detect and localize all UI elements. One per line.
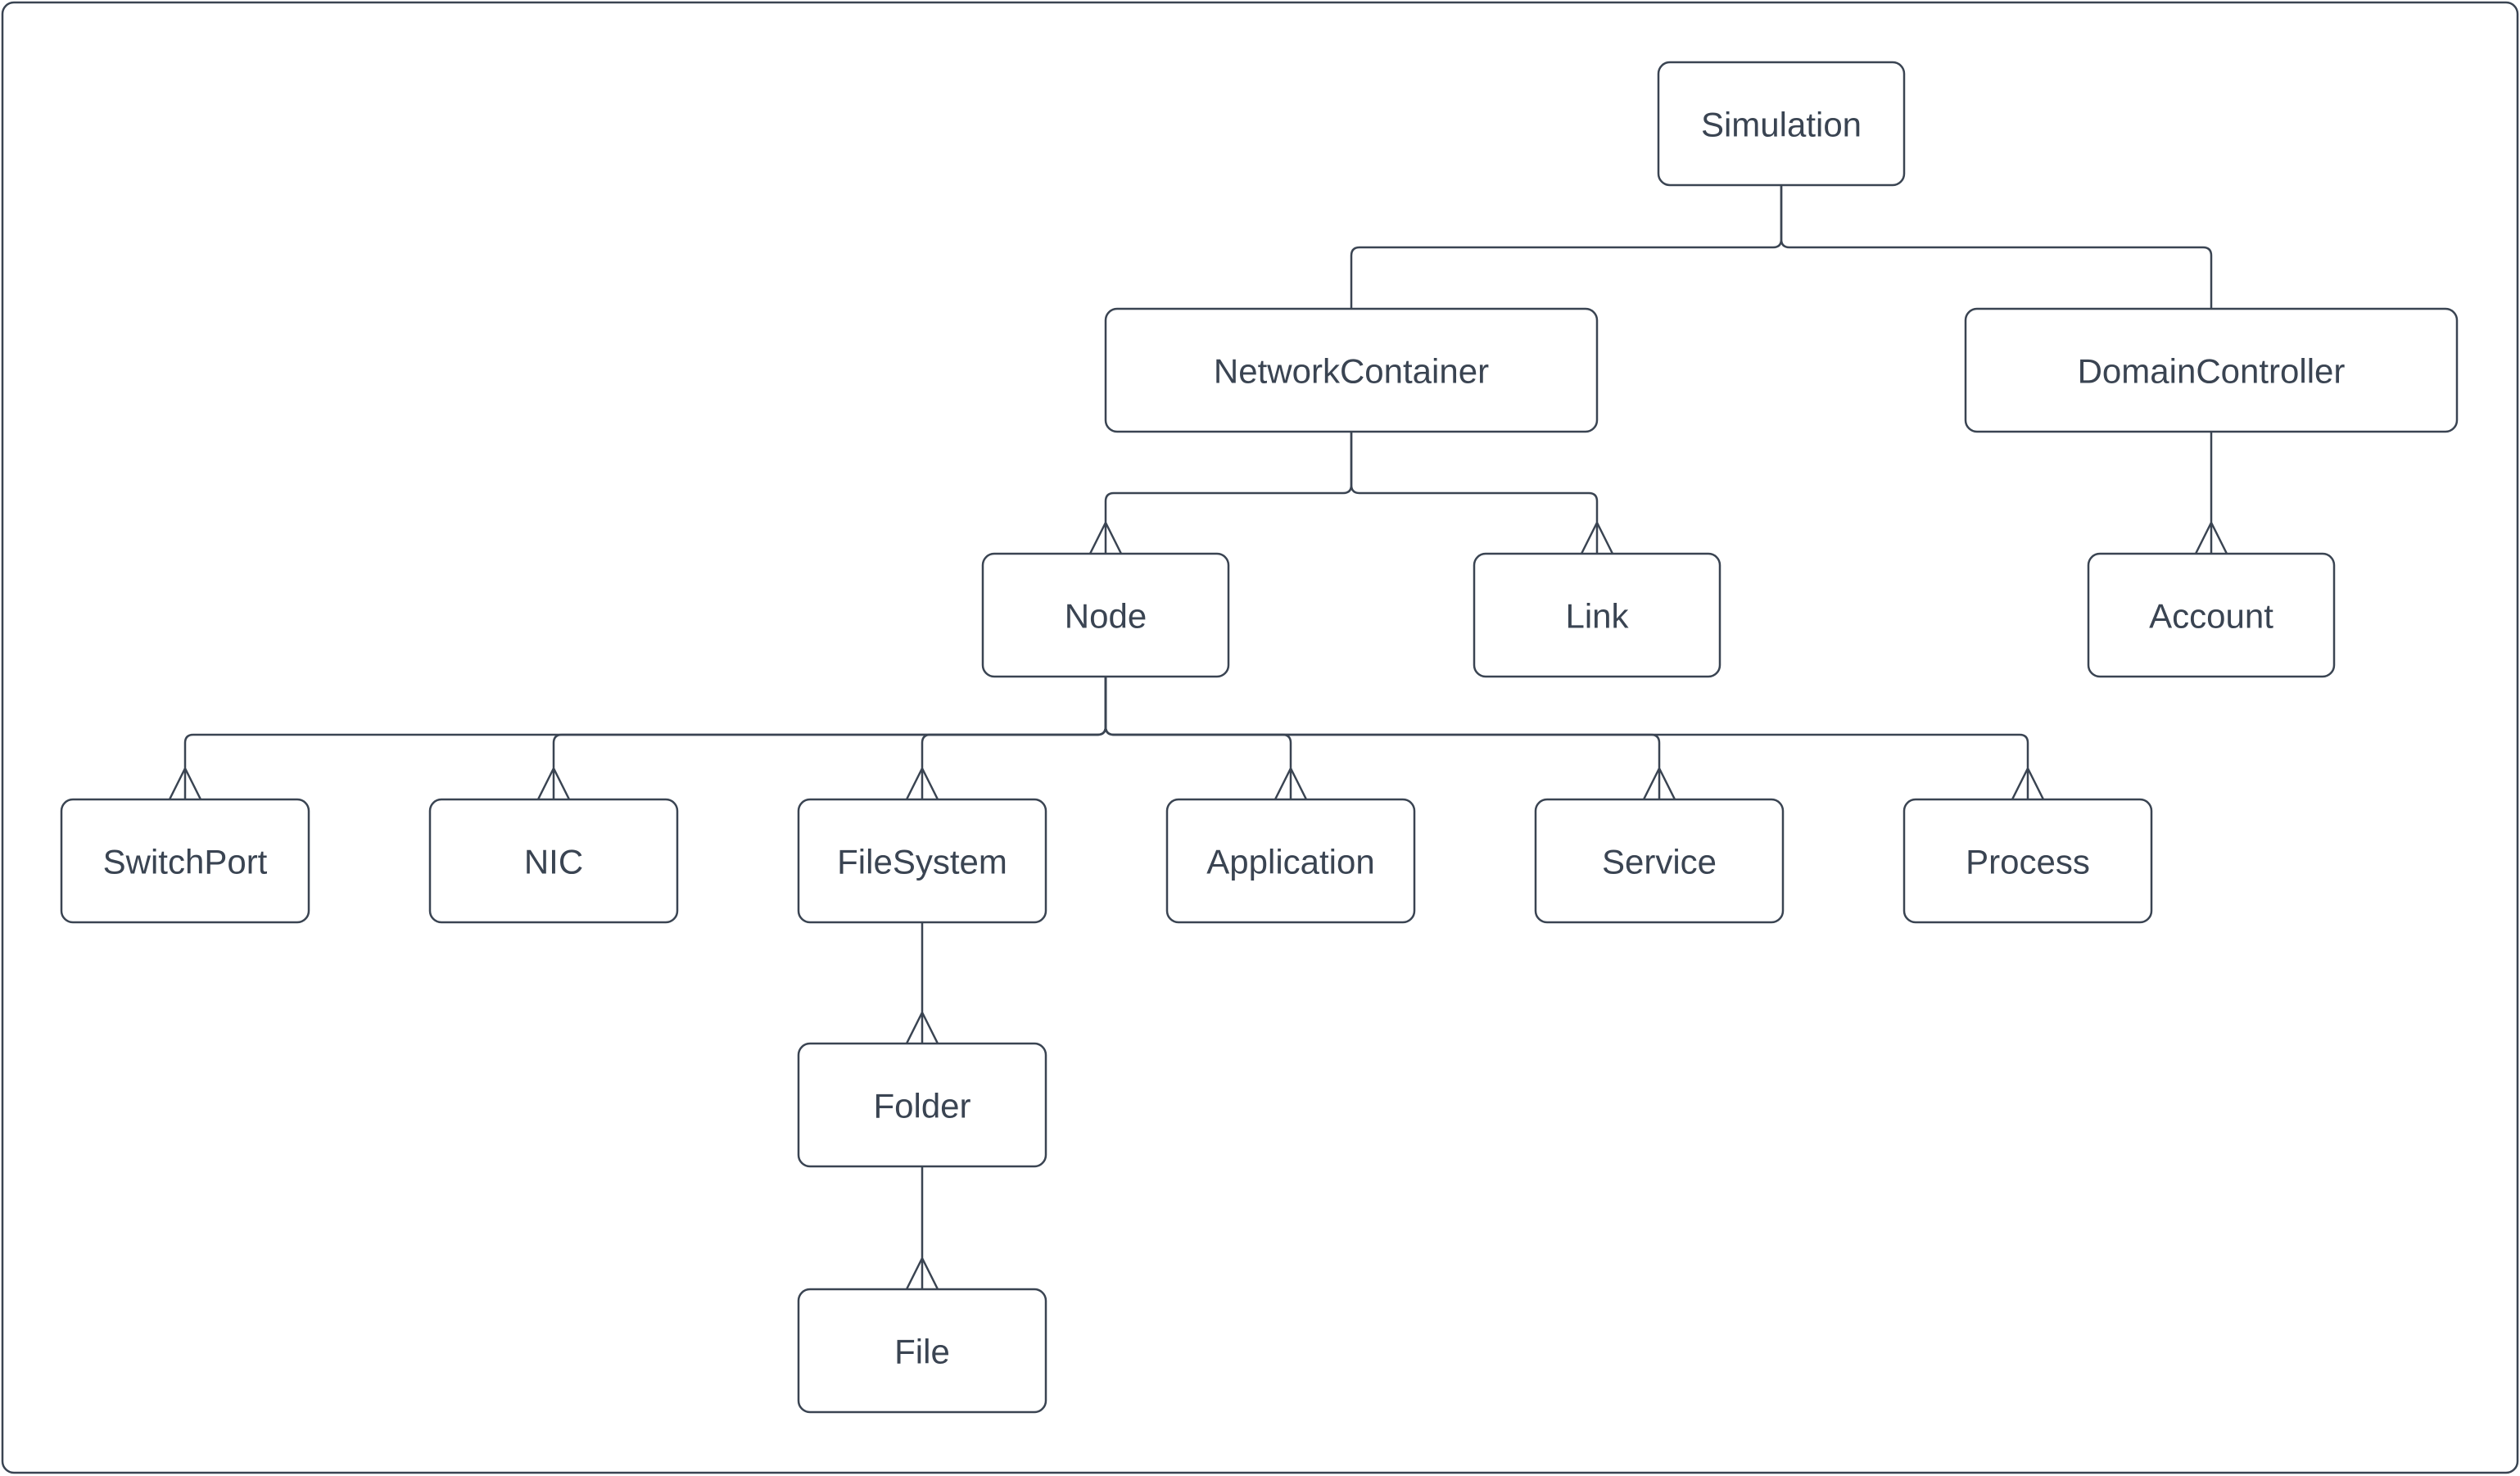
node-switchport-label: SwitchPort <box>103 843 268 881</box>
node-networkcontainer-label: NetworkContainer <box>1214 352 1489 391</box>
node-filesystem-box <box>797 798 1047 924</box>
node-file-label: File <box>894 1333 950 1371</box>
edge-node-process <box>1104 677 2045 800</box>
node-process-label: Process <box>1966 843 2090 881</box>
node-filesystem-label: FileSystem <box>837 843 1007 881</box>
node-process: Process <box>1902 798 2153 924</box>
node-service-label: Service <box>1602 843 1717 881</box>
node-nic: NIC <box>428 798 679 924</box>
edge-node-filesystem <box>905 677 1107 800</box>
node-folder: Folder <box>797 1042 1047 1168</box>
edge-node-application <box>1104 677 1308 800</box>
node-file-box <box>797 1288 1047 1414</box>
edge-simulation-domaincontroller <box>1780 184 2213 309</box>
node-networkcontainer: NetworkContainer <box>1104 307 1599 433</box>
node-application-box <box>1165 798 1416 924</box>
node-networkcontainer-box <box>1104 307 1599 433</box>
node-folder-box <box>797 1042 1047 1168</box>
node-link: Link <box>1473 552 1721 678</box>
node-domaincontroller-label: DomainController <box>2078 352 2346 391</box>
node-link-box <box>1473 552 1721 678</box>
node-process-box <box>1902 798 2153 924</box>
node-application: Application <box>1165 798 1416 924</box>
edge-networkcontainer-link <box>1350 432 1614 555</box>
node-simulation-box <box>1657 61 1906 187</box>
node-node: Node <box>981 552 1230 678</box>
node-account-box <box>2087 552 2336 678</box>
node-switchport-box <box>60 798 310 924</box>
node-simulation-label: Simulation <box>1701 106 1862 144</box>
node-simulation: Simulation <box>1657 61 1906 187</box>
node-folder-label: Folder <box>873 1087 970 1125</box>
edge-networkcontainer-node <box>1088 432 1353 555</box>
node-link-label: Link <box>1565 597 1629 636</box>
node-account-label: Account <box>2149 597 2273 636</box>
node-domaincontroller-box <box>1964 307 2459 433</box>
node-account: Account <box>2087 552 2336 678</box>
edge-node-nic <box>536 677 1107 800</box>
node-service: Service <box>1534 798 1785 924</box>
edge-domaincontroller-account <box>2194 432 2228 555</box>
edge-folder-file <box>905 1166 939 1290</box>
edge-node-service <box>1104 677 1676 800</box>
node-nic-box <box>428 798 679 924</box>
node-node-label: Node <box>1065 597 1147 636</box>
node-layer: Simulation NetworkContainer DomainContro… <box>60 61 2459 1414</box>
node-filesystem: FileSystem <box>797 798 1047 924</box>
node-service-box <box>1534 798 1785 924</box>
edge-filesystem-folder <box>905 922 939 1044</box>
edge-simulation-networkcontainer <box>1350 184 1783 309</box>
node-node-box <box>981 552 1230 678</box>
node-nic-label: NIC <box>524 843 583 881</box>
node-file: File <box>797 1288 1047 1414</box>
edge-node-switchport <box>168 677 1107 800</box>
node-domaincontroller: DomainController <box>1964 307 2459 433</box>
node-switchport: SwitchPort <box>60 798 310 924</box>
edge-layer <box>168 184 2228 1290</box>
node-application-label: Application <box>1206 843 1374 881</box>
